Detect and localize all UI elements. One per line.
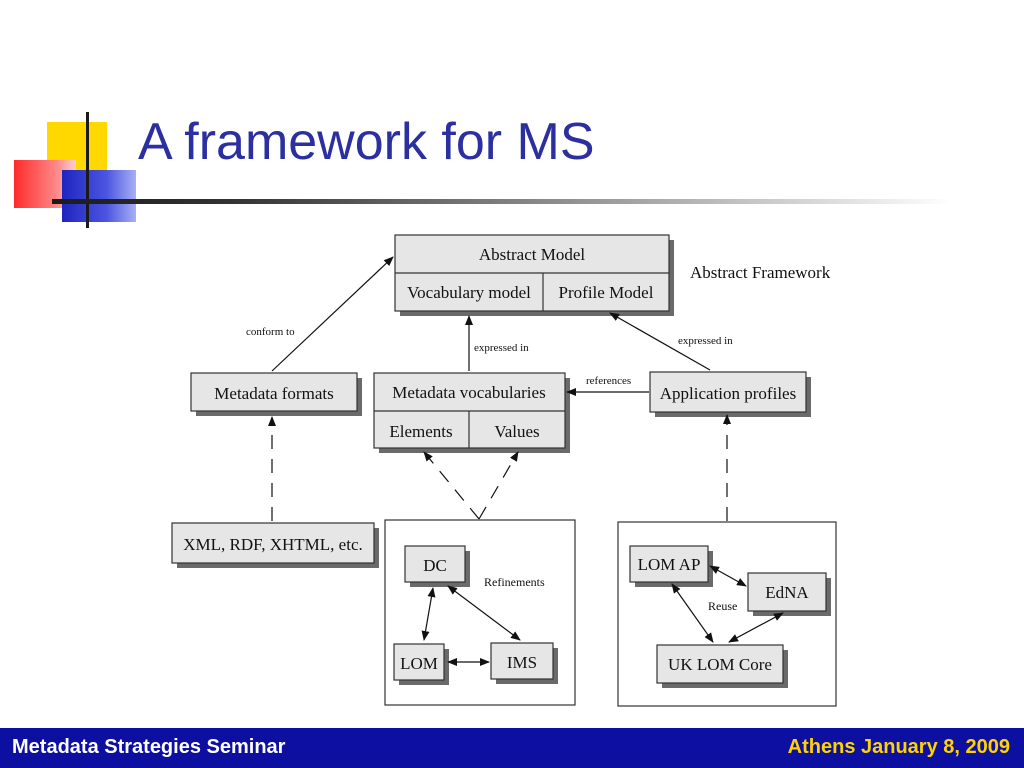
metadata-vocabularies-box: Metadata vocabularies Elements Values [373,372,570,453]
uk-lom-core-label: UK LOM Core [668,655,772,674]
xml-rdf-xhtml-box: XML, RDF, XHTML, etc. [171,522,379,568]
lom-label: LOM [400,654,438,673]
expressed-in-label-left: expressed in [474,342,529,354]
dashed-arrow-to-elements [423,451,480,520]
ims-box: IMS [490,642,558,684]
ims-label: IMS [507,653,537,672]
conform-to-label: conform to [246,326,295,338]
footer-seminar-name: Metadata Strategies Seminar [12,736,286,758]
lom-ap-box: LOM AP [629,545,713,587]
metadata-vocabularies-label: Metadata vocabularies [392,383,545,402]
abstract-model-label: Abstract Model [479,245,586,264]
framework-diagram: Abstract Model Vocabulary model Profile … [171,234,837,707]
metadata-formats-label: Metadata formats [214,384,333,403]
deco-blue-square [62,170,136,222]
uk-lom-core-box: UK LOM Core [656,644,788,688]
title-underline [52,199,952,204]
expressed-in-label-right: expressed in [678,335,733,347]
slide-title: A framework for MS [138,113,595,171]
metadata-formats-box: Metadata formats [190,372,362,416]
values-label: Values [494,422,539,441]
edna-label: EdNA [765,583,809,602]
dashed-arrow-to-values [478,451,519,520]
dc-box: DC [404,545,470,587]
dc-lom-arrow [421,587,436,641]
elements-label: Elements [389,422,452,441]
vocabulary-model-label: Vocabulary model [407,283,531,302]
dc-label: DC [423,556,447,575]
profile-model-label: Profile Model [559,283,654,302]
footer-date: Athens January 8, 2009 [787,736,1010,758]
lomap-uklomcore-arrow [671,583,714,643]
references-label: references [586,375,631,387]
abstract-framework-label: Abstract Framework [690,263,831,282]
lomap-edna-arrow [709,565,747,587]
deco-vertical-line [86,112,89,228]
uklomcore-edna-arrow [728,612,784,643]
lom-box: LOM [393,643,449,685]
edna-box: EdNA [747,572,831,616]
application-profiles-box: Application profiles [649,371,811,417]
dc-ims-arrow [447,585,521,641]
refinements-label: Refinements [484,575,545,589]
xml-rdf-xhtml-label: XML, RDF, XHTML, etc. [183,535,363,554]
footer-bar: Metadata Strategies Seminar Athens Janua… [0,728,1024,768]
abstract-model-box: Abstract Model Vocabulary model Profile … [394,234,674,316]
reuse-label: Reuse [708,599,737,613]
application-profiles-label: Application profiles [660,384,796,403]
expressed-in-arrow-right [609,312,711,371]
lom-ap-label: LOM AP [638,555,701,574]
conform-to-arrow [271,256,394,372]
